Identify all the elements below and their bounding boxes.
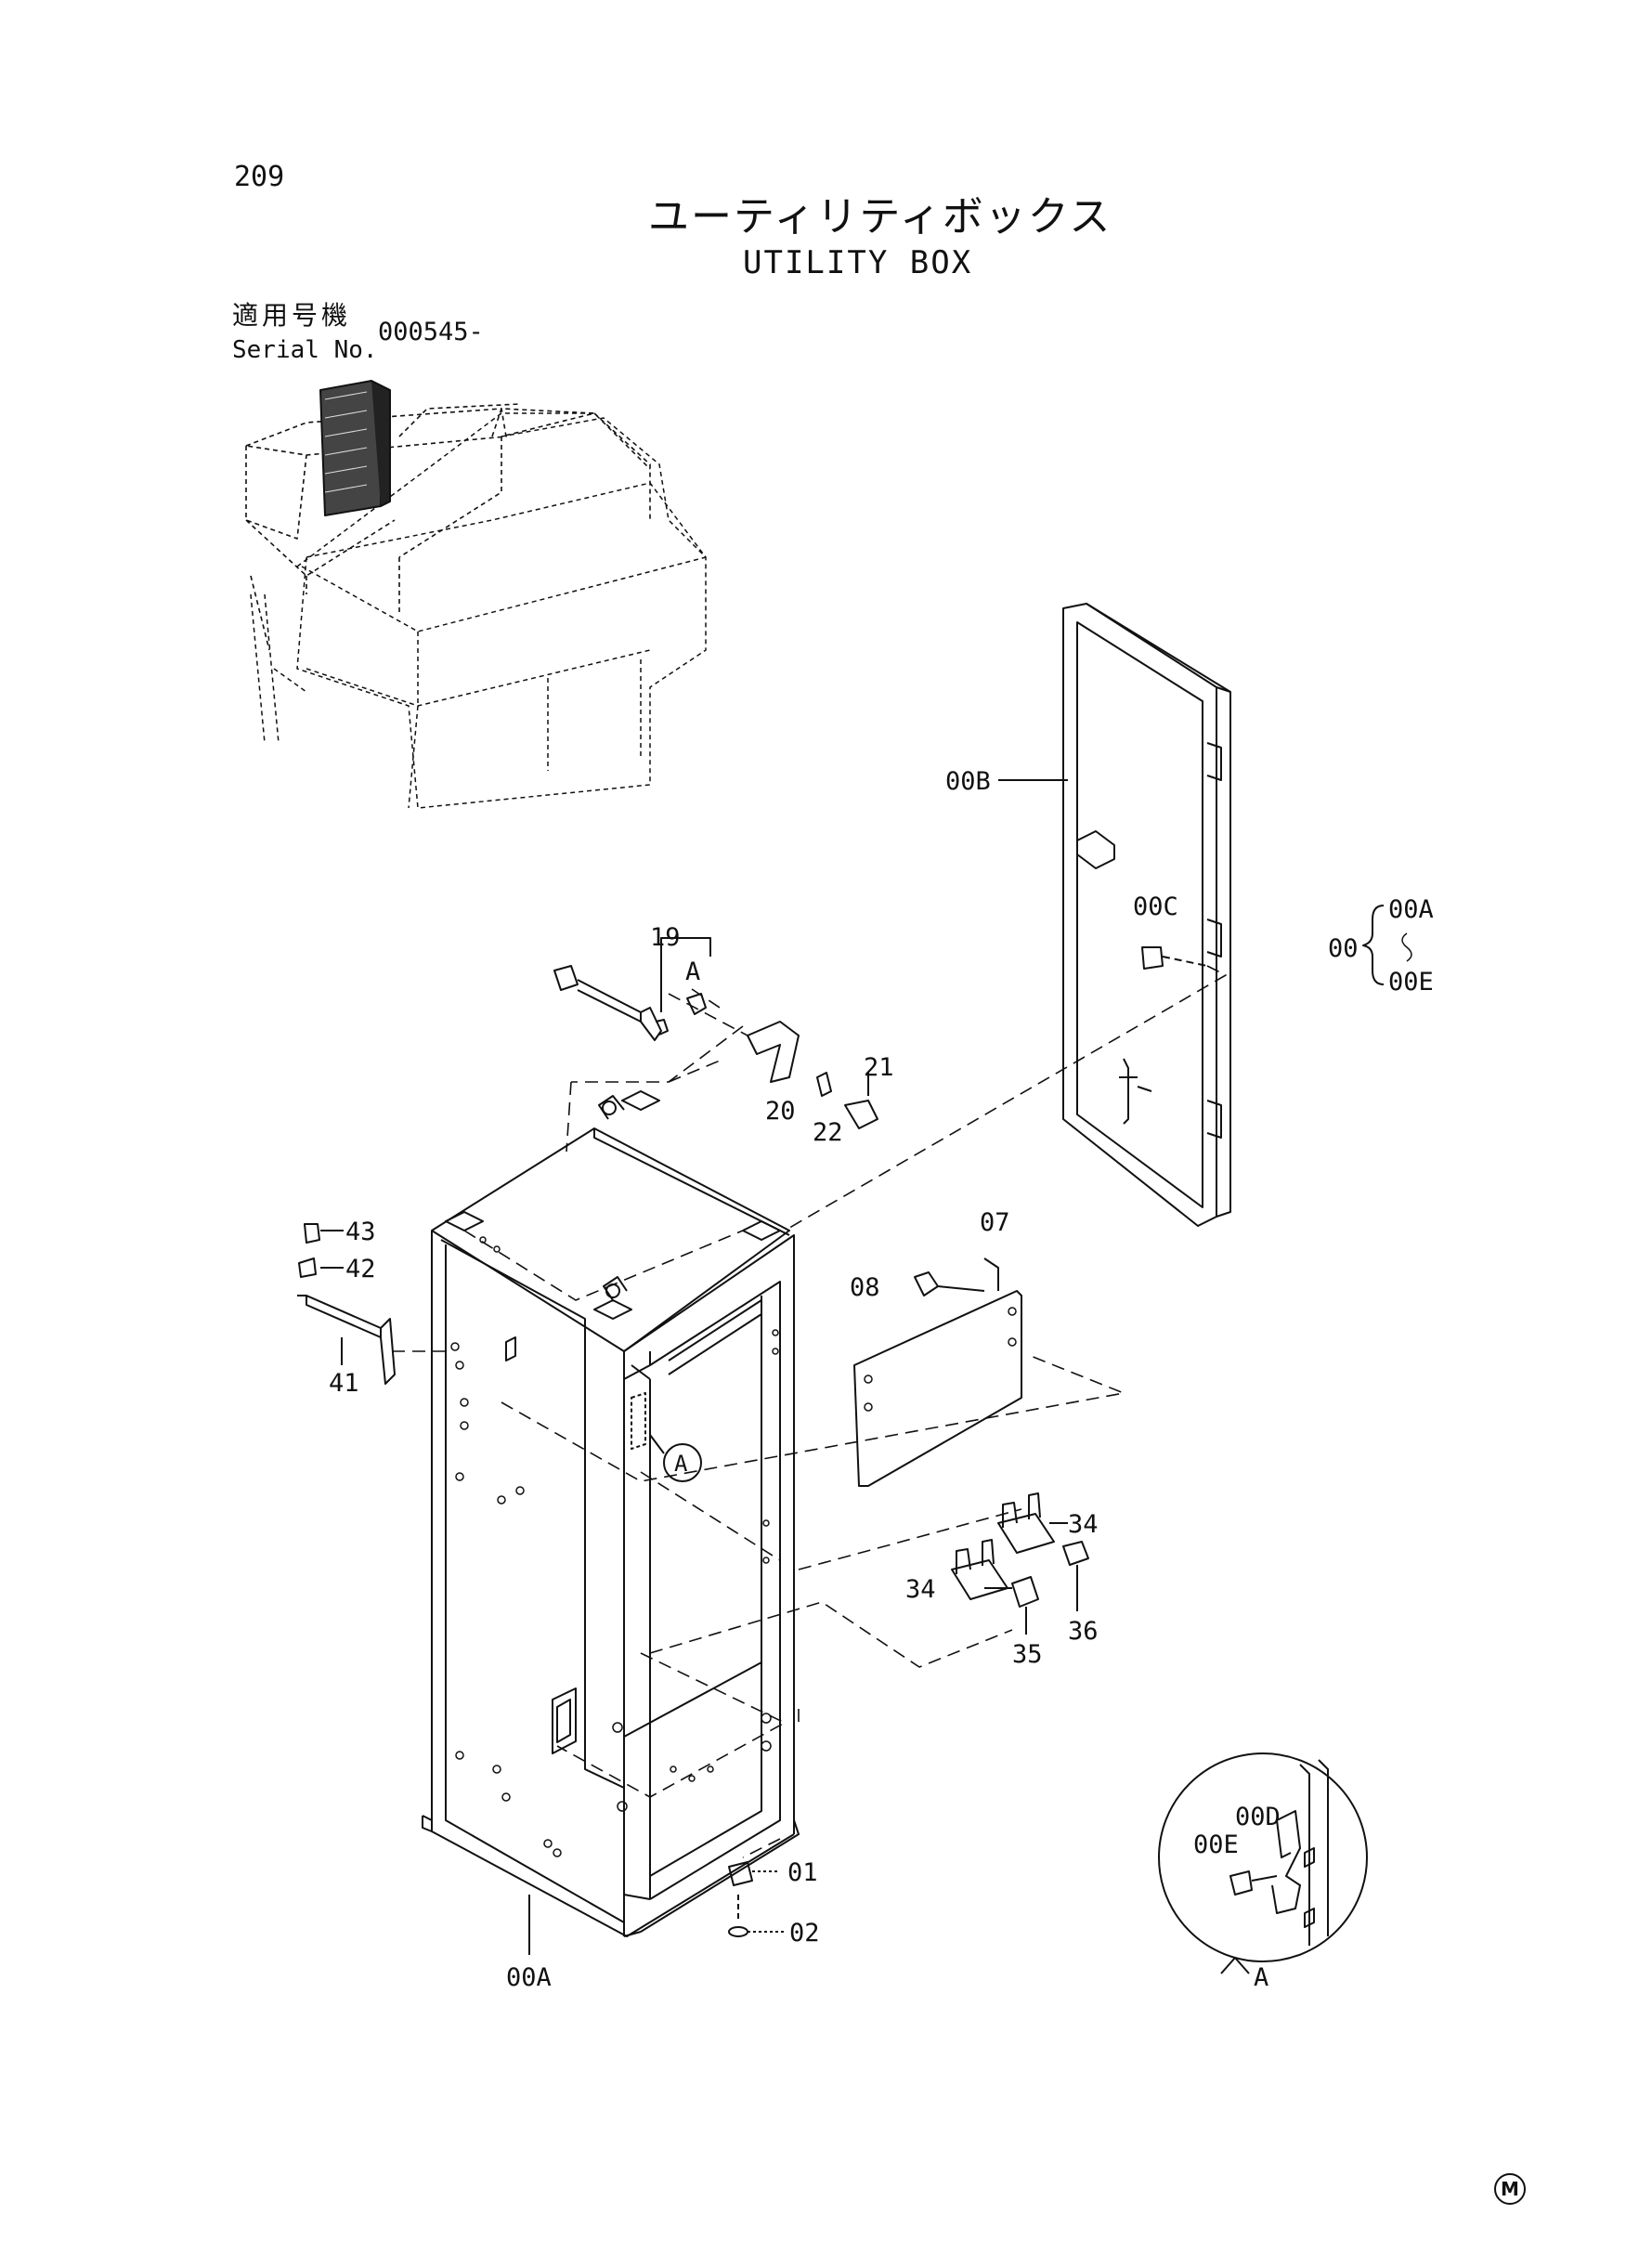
callout-34-lower: 34 <box>905 1575 936 1604</box>
utility-box-location-highlight <box>319 380 391 516</box>
part-22-plate <box>816 1072 832 1097</box>
callout-A-circle: A <box>674 1451 688 1477</box>
part-36-bolt <box>1062 1541 1089 1566</box>
callout-34-upper: 34 <box>1068 1510 1099 1539</box>
assembly-guide-lines <box>390 965 1227 1858</box>
callout-A-detail: A <box>1254 1963 1268 1992</box>
callout-labels: 00B 00C 00 00A 00E 19 A 21 20 22 43 42 4… <box>329 767 1434 1992</box>
callout-00C: 00C <box>1133 892 1178 921</box>
part-02-washer <box>728 1926 748 1937</box>
serial-label-english: Serial No. <box>232 336 378 364</box>
callout-00: 00 <box>1328 934 1359 963</box>
callout-00E: 00E <box>1193 1831 1239 1859</box>
callout-21: 21 <box>864 1053 894 1082</box>
callout-07: 07 <box>980 1208 1010 1237</box>
callout-35: 35 <box>1012 1640 1043 1669</box>
callout-36: 36 <box>1068 1617 1099 1646</box>
callout-01: 01 <box>787 1858 818 1887</box>
serial-label-japanese: 適用号機 <box>232 300 352 331</box>
part-42-nut <box>298 1257 317 1278</box>
callout-02: 02 <box>789 1919 820 1948</box>
page-number: 209 <box>234 161 285 193</box>
part-34-brackets <box>951 1492 1055 1600</box>
callout-00A: 00A <box>506 1963 552 1992</box>
utility-box-cabinet <box>422 1090 800 1937</box>
range-brace <box>1362 905 1385 985</box>
m-mark-icon: M <box>1494 2173 1526 2205</box>
part-08-bolt <box>914 1271 939 1296</box>
callout-41: 41 <box>329 1369 359 1398</box>
part-35-spacer <box>1011 1576 1039 1608</box>
part-01-bolt <box>728 1861 753 1886</box>
part-21-bolt <box>844 1100 878 1129</box>
machine-overview-sketch <box>245 380 707 809</box>
callout-42: 42 <box>345 1255 376 1283</box>
serial-number-value: 000545- <box>378 318 484 346</box>
bolt-00C <box>1141 946 1164 970</box>
callout-22: 22 <box>813 1118 843 1147</box>
callout-43: 43 <box>345 1218 376 1246</box>
part-41-holder <box>297 1295 396 1385</box>
part-20-bracket <box>747 1021 800 1083</box>
part-19-switch <box>553 965 707 1041</box>
callout-20: 20 <box>765 1097 796 1126</box>
callout-A-small: A <box>685 958 700 986</box>
callout-00E-range-end: 00E <box>1388 968 1434 997</box>
callout-00D: 00D <box>1235 1803 1281 1831</box>
callout-19: 19 <box>650 923 681 952</box>
title-japanese: ユーティリティボックス <box>648 193 1112 241</box>
detail-marker-circle <box>663 1443 702 1482</box>
part-07-cover-plate <box>853 1290 1022 1487</box>
callout-00A-range-start: 00A <box>1388 895 1434 924</box>
title-english: UTILITY BOX <box>743 244 973 281</box>
callout-08: 08 <box>850 1273 880 1302</box>
callout-00B: 00B <box>945 767 991 796</box>
utility-box-door <box>1062 603 1231 1227</box>
detail-A-view <box>1158 1752 1368 1974</box>
part-43-bolt <box>304 1223 320 1244</box>
